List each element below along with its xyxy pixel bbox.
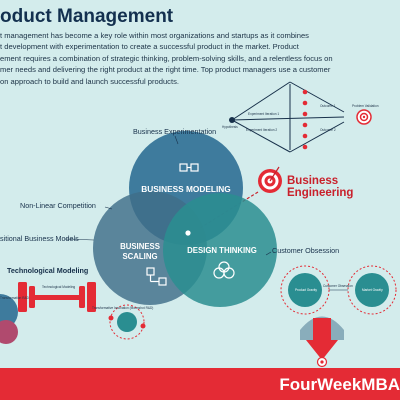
outcome-1-label: Outcome 1 [320,104,336,108]
market-gravity-label: Market Gravity [362,288,383,292]
validation-target-icon [356,109,372,125]
problem-validation-label: Problem Validation [352,104,379,108]
outcome-2-label: Outcome 2 [320,128,336,132]
business-modeling-icon [179,163,199,172]
customer-obsession-label: Customer Obsession [272,246,340,255]
target-icon [258,166,282,193]
design-thinking-circle [163,193,277,307]
design-thinking-label: DESIGN THINKING [187,246,257,255]
intro-line: on approach to build and launch successf… [0,76,179,86]
business-scaling-line-2: SCALING [122,252,158,261]
venn-center-dot [185,230,191,236]
tech-modeling-small-label: Technological Modeling [42,285,76,289]
business-modeling-label: BUSINESS MODELING [141,184,231,194]
market-gravity-cycle [347,265,397,315]
experimentation-network [231,81,345,153]
business-scaling-line-1: BUSINESS [120,242,160,251]
label-connectors [64,135,272,256]
tech-venn-circles [0,294,18,344]
intro-line: mer needs and delivering the right produ… [0,65,331,75]
page-title: oduct Management [0,6,174,27]
customer-obsession-arrow [300,316,344,368]
business-engineering-line-1: Business [287,175,339,187]
business-engineering-title: Business Engineering [287,175,367,199]
transformation-rd-label: Transformation R&D [0,296,29,300]
hypothesis-label: Hypothesis [222,125,238,129]
technological-modeling-label: Technological Modeling [7,266,89,275]
business-scaling-label: BUSINESS SCALING [110,242,170,262]
product-gravity-label: Product Gravity [295,288,317,292]
customer-obsession-small-label: Customer Obsession [323,284,353,288]
experiment-step-icons [302,89,308,150]
experiment-iteration-1-label: Experiment Iteration 1 [248,112,280,116]
positional-business-models-label: sitional Business Models [0,234,79,243]
intro-paragraph: t management has become a key role withi… [0,30,400,87]
dumbbell-icon [18,282,96,312]
experiment-iteration-2-label: Experiment Iteration 2 [246,128,278,132]
tech-cycle-diagram [108,304,146,340]
footer-bar: FourWeekMBA [0,368,400,400]
business-scaling-icon [146,267,167,286]
hypothesis-node [229,117,235,123]
intro-line: ement requires a combination of strategi… [0,53,333,63]
non-linear-competition-label: Non-Linear Competition [20,201,96,210]
business-engineering-line-2: Engineering [287,187,354,199]
intro-line: t development with experimentation to cr… [0,42,299,52]
design-thinking-icon [213,261,235,279]
brand-name: FourWeekMBA [279,375,400,394]
business-experimentation-label: Business Experimentation [133,127,217,136]
intro-line: t management has become a key role withi… [0,31,309,40]
transformative-innovation-label: Transformative Innovation (Moonshot R&D) [92,306,154,310]
